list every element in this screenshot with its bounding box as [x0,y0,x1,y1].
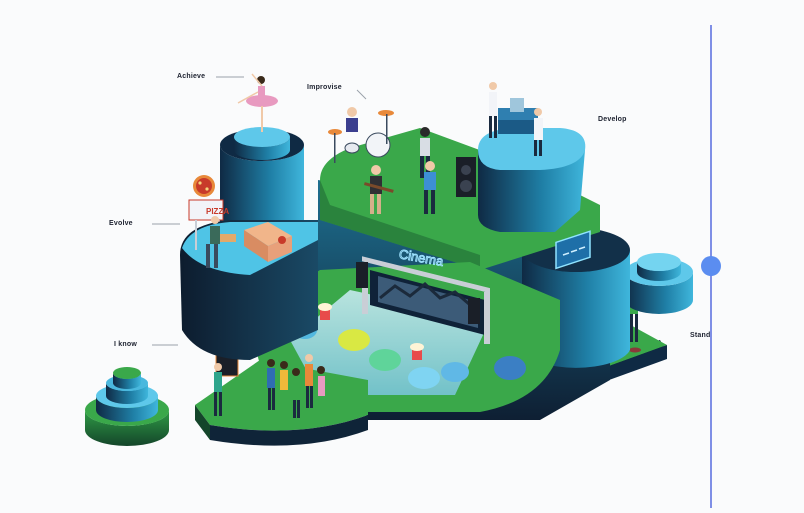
shop-neon-sign [555,230,591,270]
milestone-develop: Develop [598,116,627,123]
milestone-achieve: Achieve [177,73,206,80]
milestone-stand: Stand [690,332,711,339]
bottom-left-cylinder-stack [85,367,169,446]
pizza-platform [180,175,318,360]
milestone-evolve: Evolve [109,220,133,227]
develop-block [478,82,586,232]
right-cylinder-stack [625,253,693,314]
improvise-leader [356,89,367,100]
milestone-i-know: I know [114,341,137,348]
rock-band [328,107,476,214]
crowd-people [267,354,325,418]
milestone-improvise: Improvise [307,84,342,91]
pizza-sign-text: PIZZA [206,207,229,216]
timeline-marker[interactable] [701,256,721,276]
